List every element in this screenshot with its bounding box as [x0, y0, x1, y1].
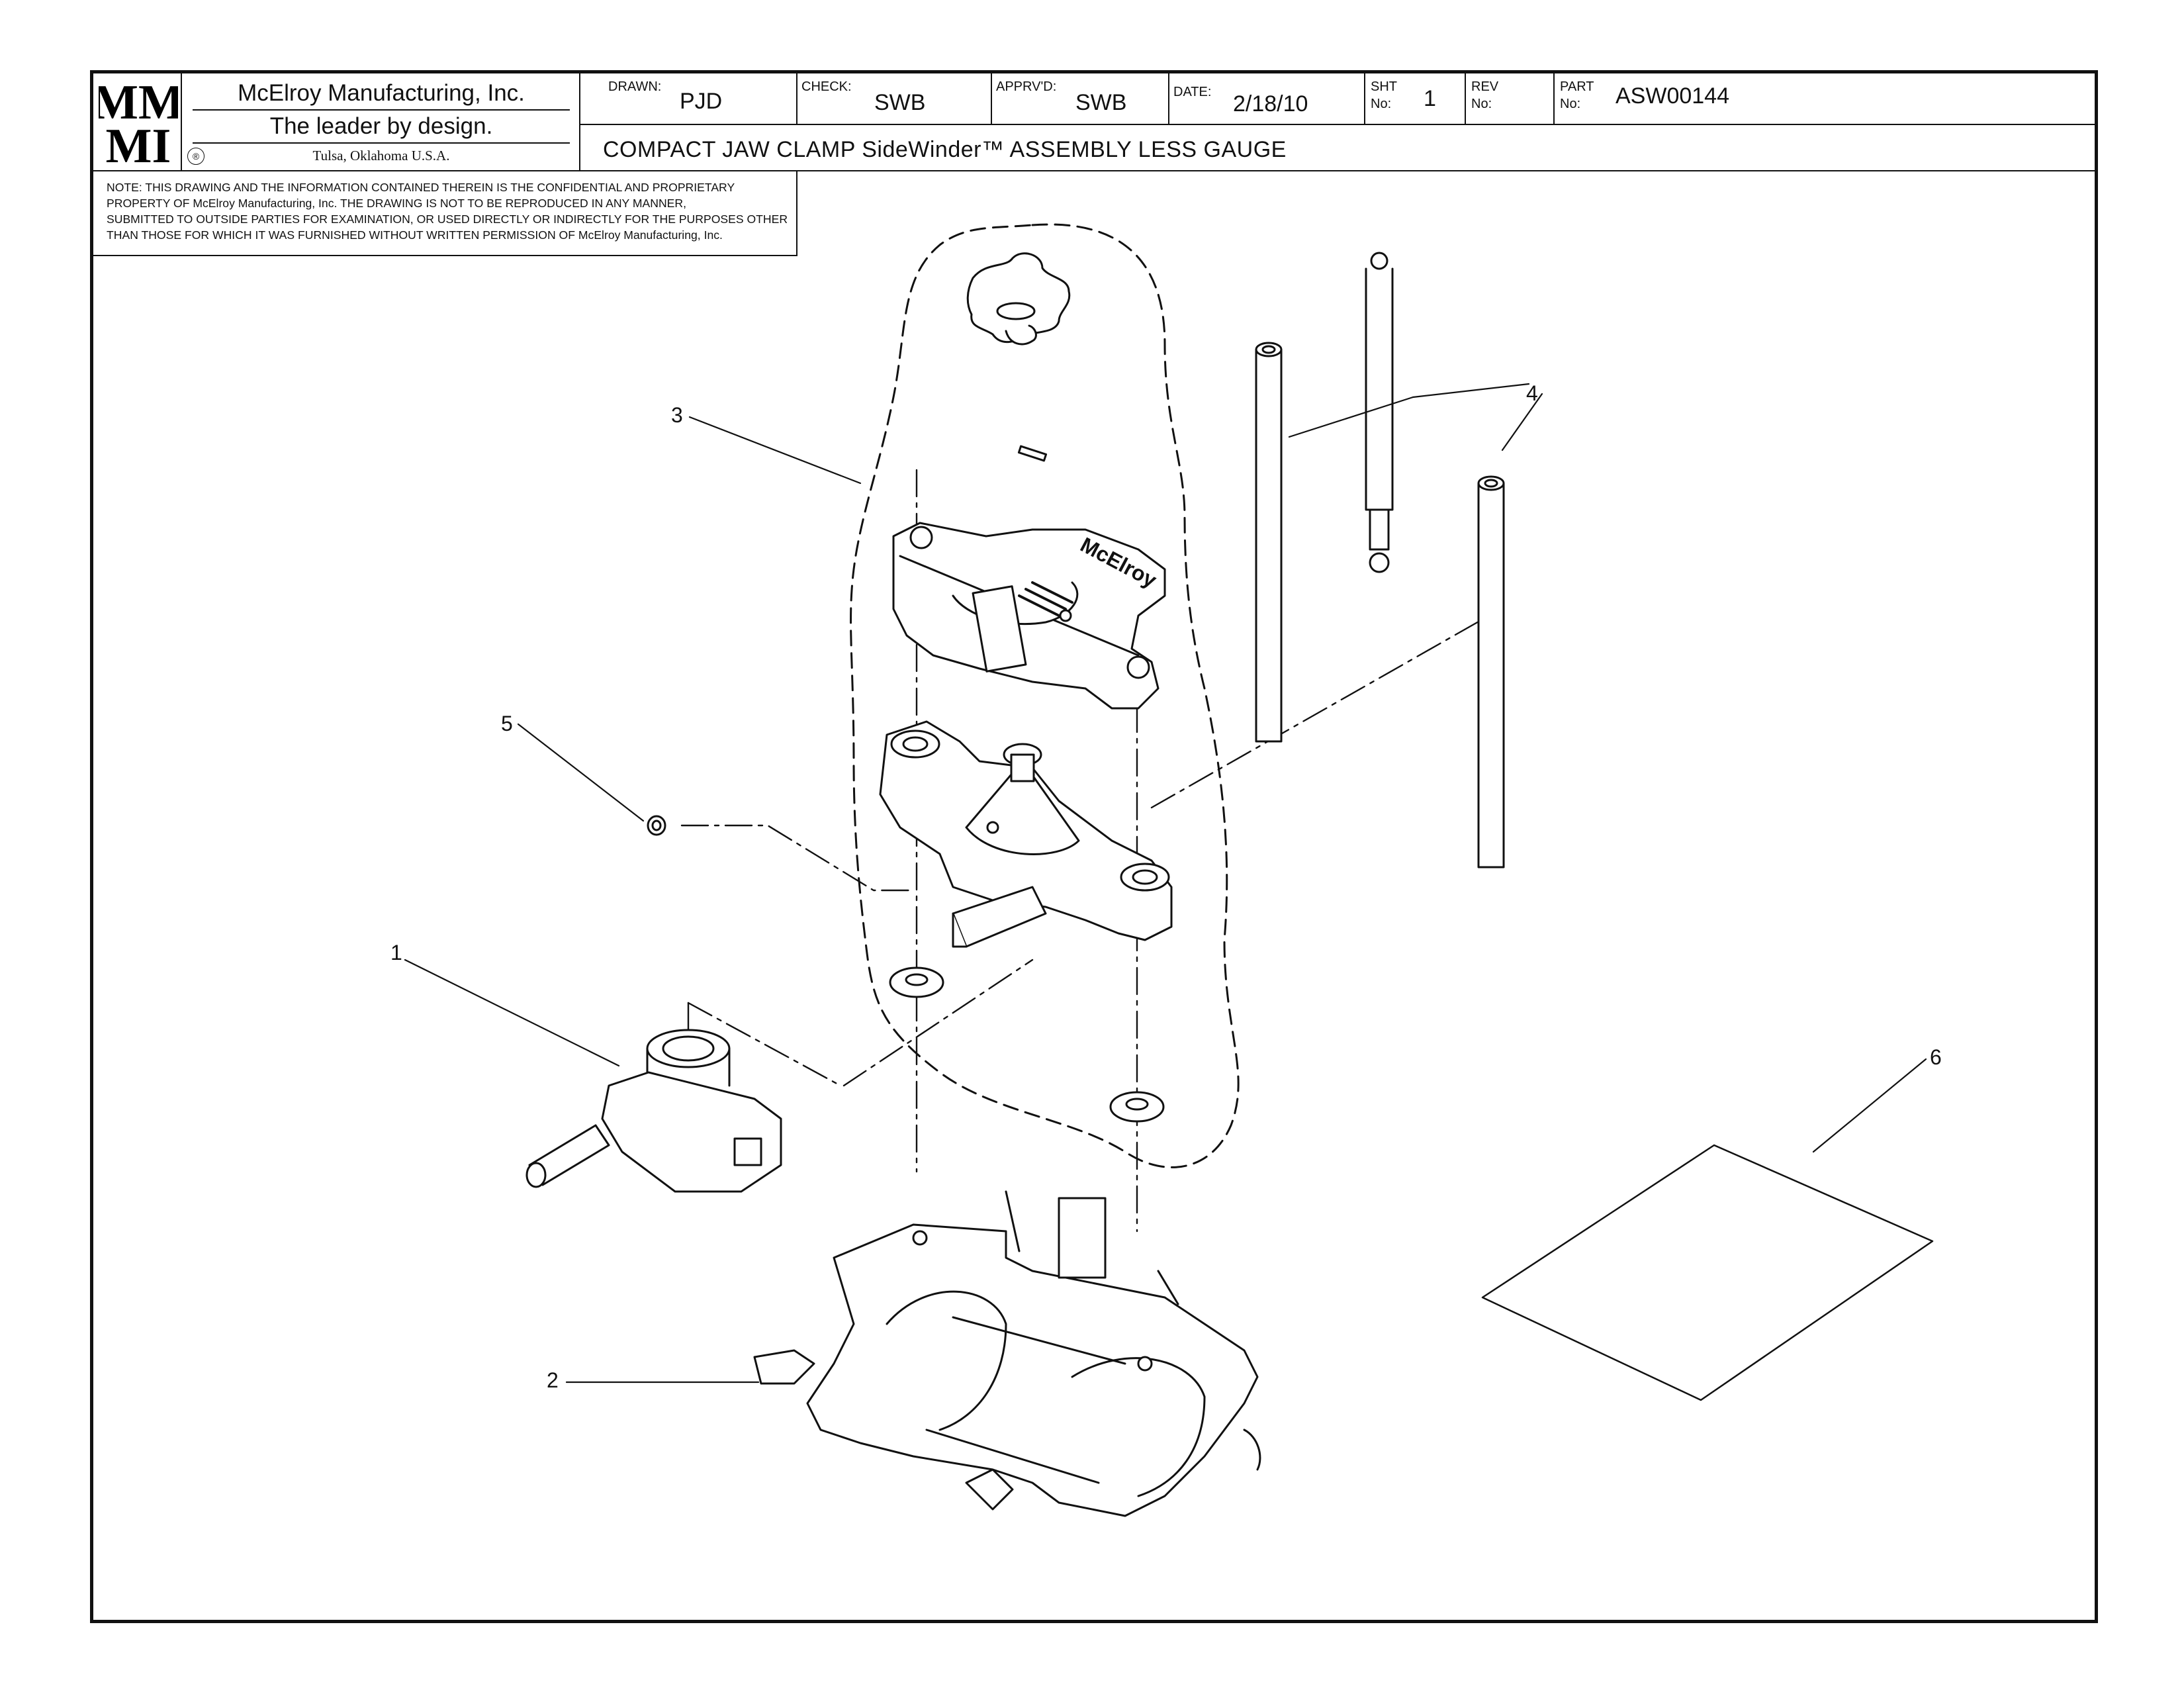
divider	[1553, 73, 1555, 124]
item-balloon-3: 3	[671, 403, 683, 427]
item-balloon-2: 2	[547, 1368, 559, 1392]
part-no-label: No:	[1560, 97, 1581, 111]
item-balloon-6: 6	[1930, 1045, 1942, 1069]
star-knob	[966, 252, 1071, 346]
confidentiality-note: NOTE: THIS DRAWING AND THE INFORMATION C…	[107, 179, 795, 243]
company-name: McElroy Manufacturing, Inc.	[238, 80, 525, 106]
clamp-base	[753, 1190, 1261, 1517]
cone-body	[879, 720, 1173, 948]
rev-no-label: No:	[1471, 97, 1492, 111]
date-value: 2/18/10	[1233, 91, 1308, 117]
sheet-label: SHT	[1371, 79, 1397, 94]
divider	[181, 73, 182, 170]
registered-mark: ®	[187, 148, 205, 165]
drawing-title: COMPACT JAW CLAMP SideWinder™ ASSEMBLY L…	[603, 137, 1287, 162]
mmi-logo: MM MI	[99, 77, 178, 166]
divider	[193, 142, 570, 144]
washer-left	[889, 966, 944, 998]
date-label: DATE:	[1173, 85, 1212, 99]
logo-bottom-text: MI	[106, 119, 171, 166]
title-block: MM MI ® McElroy Manufacturing, Inc. The …	[93, 73, 2095, 171]
guide-rod-3	[1477, 475, 1505, 868]
note-line: NOTE: THIS DRAWING AND THE INFORMATION C…	[107, 181, 735, 194]
divider	[1465, 73, 1466, 124]
washer-right	[1109, 1091, 1165, 1123]
divider	[1364, 73, 1365, 124]
item-balloon-5: 5	[501, 712, 513, 735]
drawn-value: PJD	[680, 89, 723, 114]
confidentiality-note-box: NOTE: THIS DRAWING AND THE INFORMATION C…	[93, 171, 797, 256]
drawing-sheet: MM MI ® McElroy Manufacturing, Inc. The …	[90, 70, 2098, 1623]
divider	[579, 73, 580, 170]
divider	[193, 109, 570, 111]
handle-plate: McElroy	[892, 522, 1166, 710]
drawn-label: DRAWN:	[608, 79, 662, 94]
instruction-sheet	[1481, 1144, 1934, 1401]
sheet-value: 1	[1424, 86, 1436, 111]
divider	[93, 170, 2095, 171]
roll-pin	[1017, 445, 1048, 462]
divider	[796, 73, 797, 124]
jaw-latch	[525, 1029, 782, 1193]
note-line: SUBMITTED TO OUTSIDE PARTIES FOR EXAMINA…	[107, 212, 788, 226]
divider	[1168, 73, 1169, 124]
divider	[991, 73, 992, 124]
divider	[579, 124, 2095, 125]
part-number: ASW00144	[1615, 83, 1729, 109]
note-line: PROPERTY OF McElroy Manufacturing, Inc. …	[107, 197, 686, 210]
company-tagline: The leader by design.	[269, 113, 493, 139]
apprvd-label: APPRV'D:	[996, 79, 1057, 94]
part-label: PART	[1560, 79, 1594, 94]
guide-rod-1	[1255, 342, 1283, 743]
logo-top-text: MM	[99, 77, 178, 130]
check-label: CHECK:	[801, 79, 852, 94]
apprvd-value: SWB	[1075, 90, 1127, 115]
sheet-no-label: No:	[1371, 97, 1392, 111]
check-value: SWB	[874, 90, 926, 115]
rev-label: REV	[1471, 79, 1499, 94]
guide-rod-2	[1365, 252, 1394, 573]
item-balloon-4: 4	[1526, 381, 1538, 405]
item-balloon-1: 1	[390, 941, 402, 964]
subassembly-boundary	[850, 223, 1240, 1168]
leader-lines	[404, 383, 1927, 1383]
note-line: THAN THOSE FOR WHICH IT WAS FURNISHED WI…	[107, 228, 723, 242]
set-screw	[647, 815, 666, 836]
company-location: Tulsa, Oklahoma U.S.A.	[312, 148, 450, 164]
